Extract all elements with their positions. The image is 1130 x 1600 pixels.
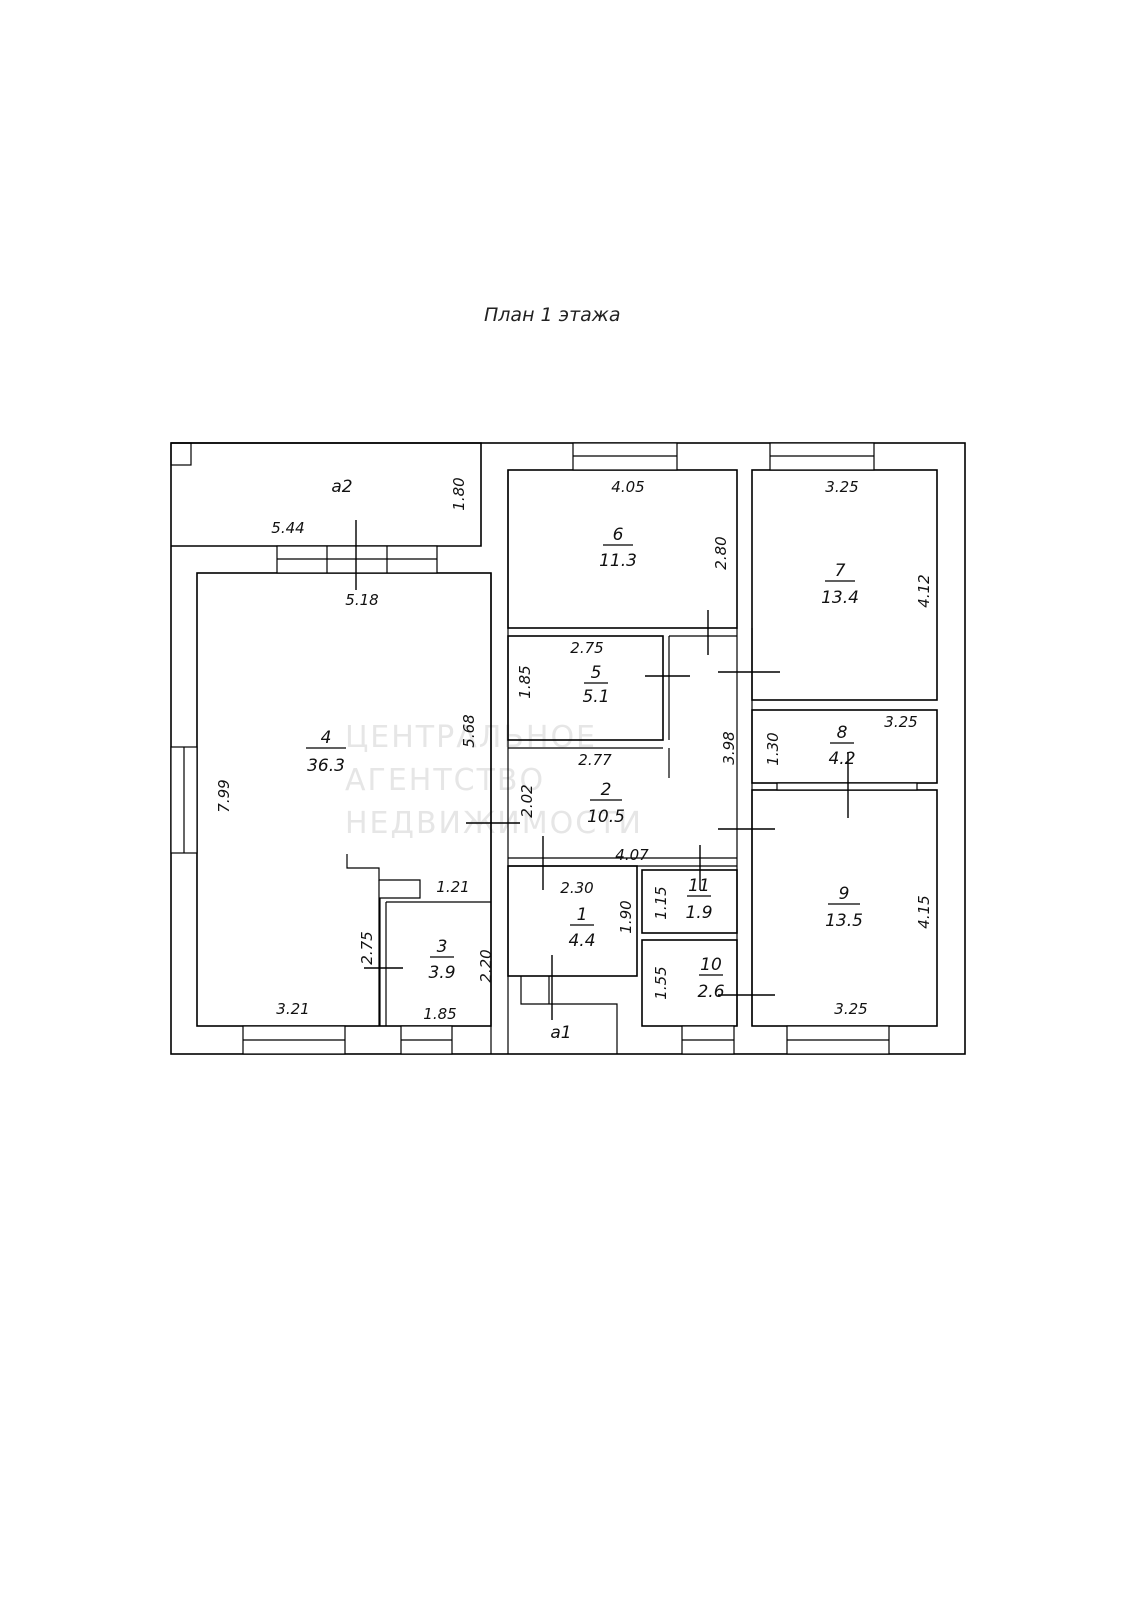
svg-text:2.30: 2.30 — [560, 879, 593, 897]
svg-text:11: 11 — [688, 876, 710, 896]
svg-text:10: 10 — [700, 955, 722, 975]
svg-text:1.15: 1.15 — [652, 886, 670, 919]
watermark: ЦЕНТРАЛЬНОЕ АГЕНТСТВО НЕДВИЖИМОСТИ — [345, 720, 641, 841]
svg-text:1.85: 1.85 — [516, 665, 534, 698]
svg-text:ЦЕНТРАЛЬНОЕ: ЦЕНТРАЛЬНОЕ — [345, 720, 597, 755]
svg-text:2.80: 2.80 — [712, 536, 730, 569]
room-4: 4 36.3 — [306, 728, 346, 776]
svg-text:2.02: 2.02 — [518, 784, 536, 817]
dimensions-horizontal: 5.44 5.18 3.21 1.21 1.85 4.05 3.25 2.75 … — [271, 478, 917, 1023]
svg-text:5.68: 5.68 — [460, 714, 478, 747]
svg-text:1.80: 1.80 — [450, 477, 468, 510]
svg-text:1.85: 1.85 — [423, 1005, 456, 1023]
svg-text:1.90: 1.90 — [617, 900, 635, 933]
svg-text:13.4: 13.4 — [821, 588, 859, 608]
svg-text:2: 2 — [601, 780, 612, 800]
svg-text:7: 7 — [835, 561, 846, 581]
room-5: 5 5.1 — [582, 663, 609, 707]
svg-text:5.18: 5.18 — [345, 591, 378, 609]
svg-text:2.75: 2.75 — [358, 931, 376, 964]
room-8: 8 4.2 — [828, 723, 855, 769]
room-1: 1 4.4 — [568, 905, 595, 951]
door-markers — [355, 520, 849, 1020]
svg-text:2.75: 2.75 — [570, 639, 603, 657]
svg-text:5: 5 — [591, 663, 602, 683]
room-9: 9 13.5 — [825, 884, 863, 931]
svg-text:4.15: 4.15 — [915, 895, 933, 928]
svg-text:1.55: 1.55 — [652, 966, 670, 999]
svg-text:5.1: 5.1 — [582, 687, 609, 707]
svg-text:4.12: 4.12 — [915, 574, 933, 607]
room-2: 2 10.5 — [587, 780, 625, 827]
svg-text:8: 8 — [837, 723, 848, 743]
svg-text:4.05: 4.05 — [611, 478, 644, 496]
svg-text:1.21: 1.21 — [436, 878, 469, 896]
porch-a2-label: а2 — [331, 477, 352, 497]
svg-text:АГЕНТСТВО: АГЕНТСТВО — [345, 763, 545, 798]
svg-text:3.98: 3.98 — [720, 731, 738, 764]
svg-text:5.44: 5.44 — [271, 519, 304, 537]
svg-text:4.2: 4.2 — [828, 749, 855, 769]
svg-text:4: 4 — [321, 728, 332, 748]
room-10: 10 2.6 — [697, 955, 724, 1002]
svg-text:36.3: 36.3 — [307, 756, 345, 776]
svg-text:3.25: 3.25 — [884, 713, 917, 731]
svg-text:3.9: 3.9 — [428, 963, 455, 983]
porch-a1-label: а1 — [550, 1023, 571, 1043]
svg-text:2.77: 2.77 — [578, 751, 612, 769]
room-3: 3 3.9 — [428, 937, 455, 983]
svg-text:3.21: 3.21 — [276, 1000, 309, 1018]
svg-text:1.9: 1.9 — [685, 903, 712, 923]
svg-text:4.4: 4.4 — [568, 931, 595, 951]
svg-text:6: 6 — [613, 525, 624, 545]
svg-text:7.99: 7.99 — [215, 779, 233, 812]
windows — [170, 442, 918, 1055]
svg-text:10.5: 10.5 — [587, 807, 625, 827]
room-7: 7 13.4 — [821, 561, 859, 608]
svg-text:11.3: 11.3 — [599, 551, 637, 571]
svg-text:1: 1 — [577, 905, 588, 925]
room-11: 11 1.9 — [685, 876, 712, 923]
dimensions-vertical: 1.80 7.99 5.68 2.75 2.20 2.80 4.12 1.85 … — [215, 477, 933, 999]
svg-text:4.07: 4.07 — [615, 846, 649, 864]
svg-text:3.25: 3.25 — [825, 478, 858, 496]
svg-text:1.30: 1.30 — [764, 732, 782, 765]
svg-text:2.6: 2.6 — [697, 982, 724, 1002]
svg-text:13.5: 13.5 — [825, 911, 863, 931]
svg-text:3: 3 — [437, 937, 448, 957]
svg-text:2.20: 2.20 — [477, 949, 495, 982]
svg-text:3.25: 3.25 — [834, 1000, 867, 1018]
plan-title: План 1 этажа — [484, 304, 621, 326]
room-6: 6 11.3 — [599, 525, 637, 571]
svg-text:9: 9 — [839, 884, 850, 904]
